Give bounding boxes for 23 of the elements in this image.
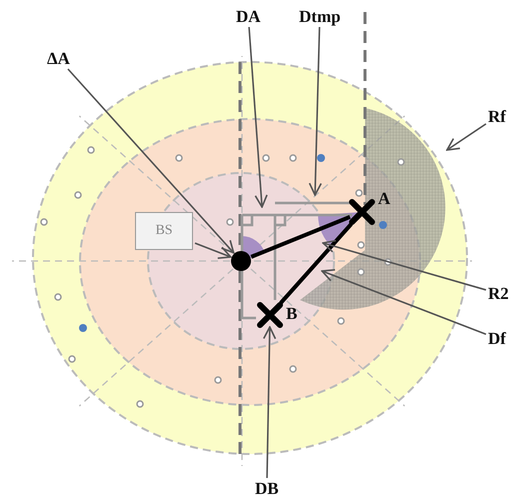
point-label: A [378,190,390,207]
callout-label: Df [488,330,506,347]
callout-label: DA [236,8,261,25]
arrow [446,123,486,151]
callout-label: Rf [488,108,506,125]
base-station-dot [231,251,251,271]
connecting-line [279,222,353,304]
connecting-line [250,215,351,259]
arrow [67,68,234,254]
callout-label: ΔA [47,50,70,67]
arrow [321,268,486,336]
arrow [322,240,486,291]
point-label: B [286,305,298,322]
callout-label: R2 [488,285,509,302]
cross-marker-icon [257,302,283,328]
arrow [308,26,322,196]
arrow [262,326,276,478]
cross-marker-icon [349,199,375,225]
callout-label: DB [255,480,279,497]
station-box: BS [135,212,193,250]
arrow [248,26,268,208]
callout-label: Dtmp [299,8,341,25]
arrow [194,242,232,260]
